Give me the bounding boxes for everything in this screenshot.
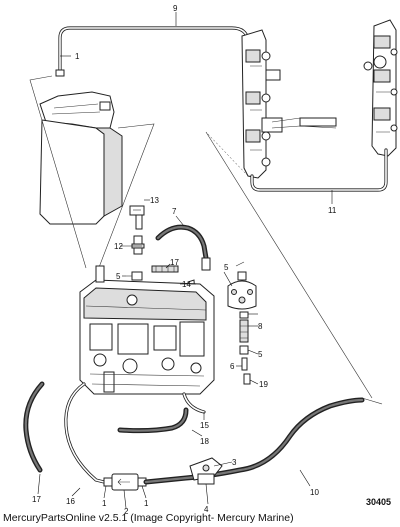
- hose-11: [250, 148, 388, 192]
- callout-2: 2: [124, 507, 129, 516]
- hose-9: [58, 26, 250, 72]
- fitting-5-left: [126, 271, 143, 281]
- callout-1-bottom-left: 1: [102, 499, 107, 508]
- fitting-13: [129, 205, 145, 230]
- copyright-footer: MercuryPartsOnline v2.5.1 (Image Copyrig…: [3, 512, 294, 524]
- fitting-5-right: [239, 311, 249, 319]
- fuel-line-8: [239, 319, 249, 343]
- filter-17-mid: [151, 265, 179, 273]
- callout-3: 3: [232, 458, 237, 467]
- callout-8: 8: [258, 322, 263, 331]
- bracket-4: [197, 473, 215, 485]
- cap-19: [243, 373, 251, 385]
- callout-17-mid: 17: [170, 258, 179, 267]
- callout-labels: 1 9 13 7 12 5 17 14 5 8 5 6 19 11 15 18 …: [32, 4, 337, 516]
- callout-14: 14: [182, 280, 191, 289]
- connector-7: [201, 257, 211, 271]
- fuel-rail-right: [363, 19, 398, 157]
- callout-7: 7: [172, 207, 177, 216]
- callout-4: 4: [204, 505, 209, 514]
- fitting-5-lower: [239, 345, 249, 355]
- callout-17-bottom: 17: [32, 495, 41, 504]
- callout-19: 19: [259, 380, 268, 389]
- callout-10: 10: [310, 488, 319, 497]
- hose-18: [117, 407, 189, 434]
- callout-11: 11: [328, 206, 337, 215]
- figure-number: 30405: [365, 497, 391, 507]
- projection-lines: [29, 75, 383, 405]
- vapor-separator-cover: [39, 91, 123, 225]
- leader-lines: [37, 12, 333, 509]
- callout-5-right: 5: [224, 263, 229, 272]
- hose-15: [182, 392, 206, 414]
- callout-9: 9: [173, 4, 178, 13]
- callout-5-lower: 5: [258, 350, 263, 359]
- engine-fuel-module: [79, 265, 215, 395]
- callout-6: 6: [230, 362, 235, 371]
- callout-13: 13: [150, 196, 159, 205]
- hose-16: [64, 382, 106, 484]
- callout-5-left: 5: [116, 272, 121, 281]
- fuel-filter-2: [103, 473, 147, 491]
- callout-12: 12: [114, 242, 123, 251]
- fitting-1-top: [55, 69, 65, 77]
- hose-7: [155, 224, 209, 261]
- callout-18: 18: [200, 437, 209, 446]
- callout-16: 16: [66, 497, 75, 506]
- callout-15: 15: [200, 421, 209, 430]
- callout-1-bottom-right: 1: [144, 499, 149, 508]
- hose-10: [143, 397, 365, 485]
- callout-1-top: 1: [75, 52, 80, 61]
- fuel-pump: [227, 261, 257, 310]
- hose-17-bottom: [23, 381, 45, 473]
- fitting-6: [241, 357, 248, 371]
- fuel-rail-left: [241, 29, 337, 179]
- fitting-12: [131, 235, 145, 255]
